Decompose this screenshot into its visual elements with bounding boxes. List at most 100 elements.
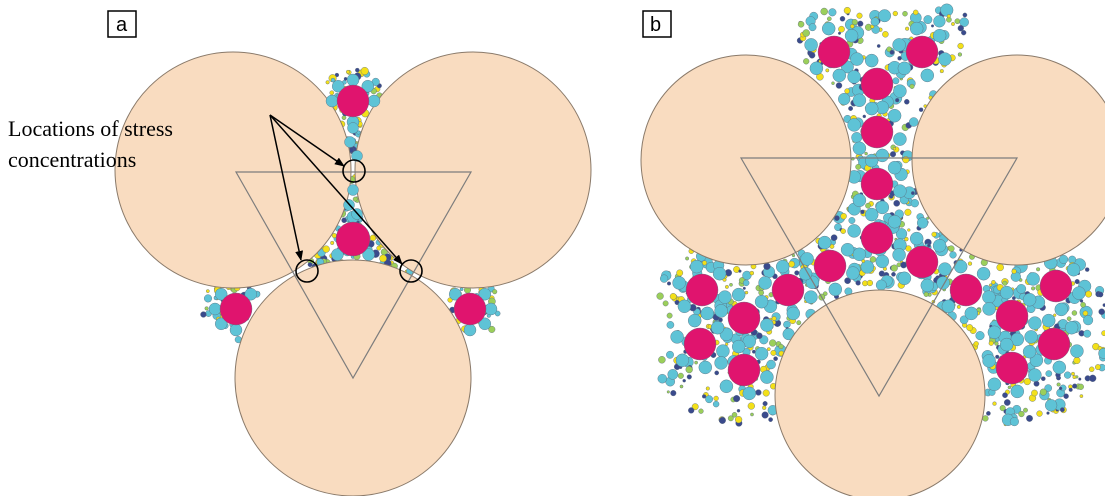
fine-particle: [907, 228, 911, 232]
cyan-particle: [910, 231, 924, 246]
fine-particle: [988, 283, 993, 287]
fine-particle: [796, 320, 802, 326]
fine-particle: [1012, 296, 1016, 300]
cyan-particle: [941, 299, 956, 313]
fine-particle: [1041, 376, 1046, 382]
fine-particle: [747, 402, 755, 410]
fine-particle: [923, 15, 933, 25]
fine-particle: [1101, 330, 1105, 336]
fine-particle: [909, 83, 915, 89]
fine-particle: [341, 217, 347, 224]
cyan-particle: [982, 354, 996, 368]
magenta-particle: [995, 299, 1029, 333]
fine-particle: [905, 26, 910, 31]
cyan-particle: [675, 353, 690, 367]
panel-a-large-particle-top-right: [354, 51, 592, 289]
fine-particle: [918, 107, 924, 112]
cyan-particle: [732, 339, 746, 354]
cyan-particle: [852, 93, 867, 108]
cyan-particle: [719, 379, 734, 393]
fine-particle: [1031, 389, 1038, 397]
fine-particle: [1011, 268, 1017, 274]
cyan-particle: [892, 248, 906, 262]
fine-particle: [1033, 380, 1040, 387]
fine-particle: [459, 287, 464, 292]
panel-b-label-box: [642, 10, 672, 38]
fine-particle: [670, 390, 677, 397]
fine-particle: [860, 209, 865, 215]
fine-particle: [691, 403, 699, 411]
fine-particle: [686, 374, 692, 380]
cyan-particle: [688, 313, 702, 328]
cyan-particle: [672, 276, 686, 290]
magenta-particle: [1037, 327, 1071, 361]
stress-marker-top: [342, 159, 366, 183]
fine-particle: [677, 372, 684, 379]
cyan-particle: [865, 207, 879, 222]
fine-particle: [667, 369, 679, 380]
cyan-particle: [987, 377, 1002, 391]
fine-particle: [1056, 382, 1061, 387]
magenta-particle: [335, 221, 371, 257]
fine-particle: [946, 14, 951, 19]
cyan-particle: [700, 306, 714, 321]
cyan-particle: [244, 288, 258, 301]
fine-particle: [808, 23, 817, 32]
fine-particle: [769, 339, 777, 347]
cyan-particle: [818, 235, 832, 250]
cyan-particle: [800, 252, 814, 266]
cyan-particle: [478, 288, 491, 301]
fine-particle: [1002, 280, 1008, 286]
cyan-particle: [897, 61, 912, 76]
fine-particle: [986, 411, 991, 416]
fine-particle: [698, 408, 704, 414]
fine-particle: [1072, 375, 1077, 379]
fine-particle: [860, 260, 874, 274]
cyan-particle: [351, 150, 363, 162]
fine-particle: [750, 412, 754, 417]
fine-particle: [909, 117, 919, 127]
cyan-particle: [887, 160, 902, 175]
cyan-particle: [893, 84, 907, 98]
fine-particle: [797, 21, 805, 28]
panel-a: Locations of stress concentrations a: [8, 10, 592, 496]
fine-particle: [794, 270, 800, 276]
magenta-particle: [771, 273, 805, 307]
fine-particle: [835, 82, 843, 89]
fine-particle: [1007, 385, 1012, 390]
fine-particle: [767, 347, 771, 351]
fine-particle: [204, 306, 209, 311]
fine-particle: [744, 290, 749, 295]
cyan-particle: [716, 344, 730, 358]
arrow-to-right-marker: [269, 114, 403, 265]
fine-particle: [875, 279, 887, 291]
arrow-to-left-marker: [269, 114, 304, 261]
fine-particle: [1074, 279, 1080, 285]
fine-particle: [694, 360, 698, 365]
fine-particle: [890, 151, 897, 158]
fine-particle: [346, 69, 351, 74]
cyan-particle: [850, 52, 864, 66]
cyan-particle: [754, 347, 769, 361]
fine-particle: [959, 17, 969, 27]
arrow-to-top-marker: [269, 114, 345, 167]
fine-particle: [783, 320, 791, 329]
cyan-particle: [478, 317, 491, 330]
cyan-particle: [840, 242, 855, 257]
cyan-particle: [714, 304, 728, 318]
fine-particle: [1071, 310, 1078, 316]
fine-particle: [325, 80, 330, 85]
fine-particle: [1082, 310, 1089, 316]
fine-particle: [666, 390, 670, 394]
fine-particle: [1058, 386, 1063, 391]
fine-particle: [840, 228, 846, 234]
fine-particle: [1045, 370, 1053, 377]
fine-particle: [666, 321, 675, 329]
cyan-particle: [852, 193, 867, 208]
fine-particle: [825, 68, 830, 73]
fine-particle: [856, 12, 863, 19]
panel-b: b: [640, 3, 1105, 496]
fine-particle: [895, 98, 900, 103]
fine-particle: [973, 341, 979, 347]
panel-b-large-particle-top-left: [640, 54, 852, 266]
